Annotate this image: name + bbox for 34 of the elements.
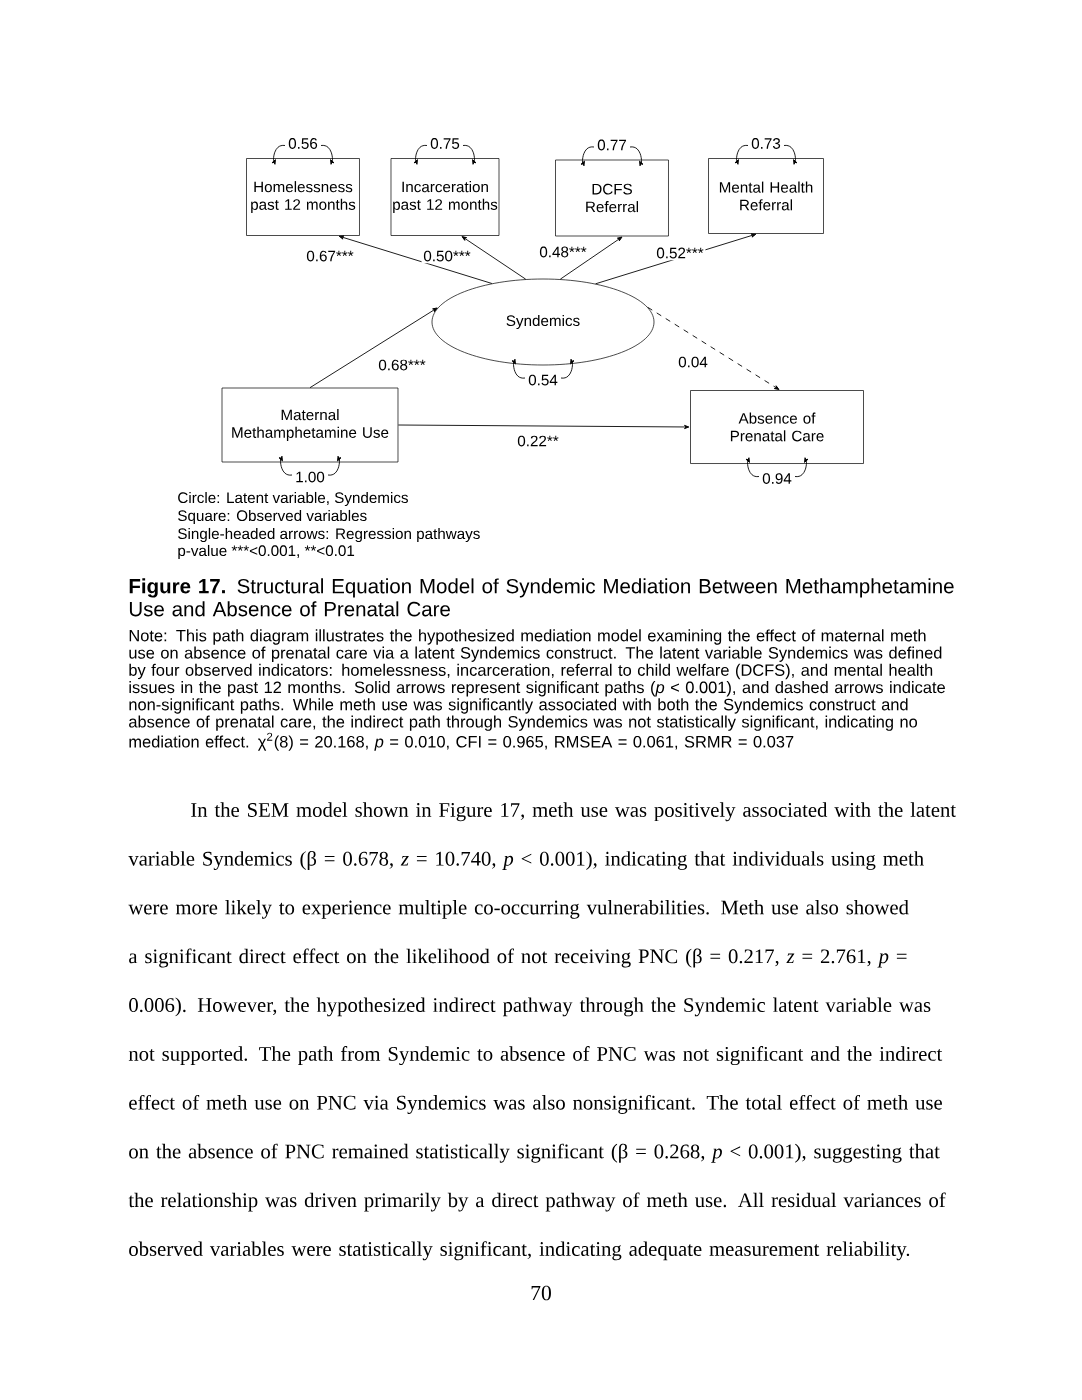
- variable-box: Absence of Prenatal Care: [690, 390, 864, 464]
- arrow: [338, 235, 493, 284]
- arrow: [647, 306, 780, 390]
- variance-label: 0.77: [597, 139, 626, 151]
- variance-label: 0.54: [528, 374, 558, 386]
- edge-label: 0.04: [676, 354, 710, 370]
- variance-label: 0.75: [430, 138, 460, 149]
- variable-box: Mental Health Referral: [708, 158, 824, 234]
- variance-label: 0.94: [762, 473, 792, 484]
- arrow: [559, 236, 623, 280]
- figure-caption: Figure 17. Structural Equation Model of Syndemic Mediation Between Methamphetamine Use and Absence of Prenatal Care: [129, 578, 954, 617]
- body-text: In the SEM model shown in Figure 17, meth use was positively associated with the latent variable Syndemics (β = 0.678, z = 10.740, p < 0.001), indicating that individuals using meth were more likely to experience multiple co-occurring vulnerabilities. Meth use also showed a significant direct effect on the likelihood of not receiving PNC (β = 0.217, z = 2.761, p = 0.006). However, the hypothesized indirect pathway through the Syndemic latent variable was not supported. The path from Syndemic to absence of PNC was not significant and the indirect effect of meth use on PNC via Syndemics was also nonsignificant. The total effect of meth use on the absence of PNC remained statistically significant (β = 0.268, p < 0.001), suggesting that the relationship was driven primarily by a direct pathway of meth use. All residual variances of observed variables were statistically significant, indicating adequate measurement reliability.: [128, 802, 956, 1261]
- legend-text: Single-headed arrows: Regression pathways: [178, 527, 480, 543]
- legend-text: p-value ***<0.001, **<0.01: [178, 544, 355, 560]
- variance-label: 1.00: [296, 471, 325, 483]
- edge-label: 0.52***: [654, 245, 706, 261]
- edge-label: 0.67***: [304, 248, 356, 264]
- edge-label: 0.22**: [515, 433, 561, 449]
- edge-label: 0.50***: [421, 248, 473, 264]
- legend-text: Square: Observed variables: [178, 509, 367, 525]
- variable-box: Incarceration past 12 months: [390, 158, 500, 236]
- edge-label: 0.68***: [376, 357, 428, 373]
- variable-box: Homelessness past 12 months: [246, 158, 360, 236]
- edge-label: 0.48***: [537, 244, 589, 260]
- arrow: [309, 307, 438, 389]
- variance-label: 0.56: [288, 138, 318, 149]
- variance-label: 0.73: [751, 138, 781, 149]
- arrow: [461, 236, 527, 280]
- variable-box: Maternal Methamphetamine Use: [221, 387, 399, 463]
- legend-text: Circle: Latent variable, Syndemics: [178, 491, 408, 507]
- page-number: 70: [531, 1285, 551, 1301]
- variable-box: DCFS Referral: [555, 159, 669, 237]
- arrow: [397, 424, 690, 430]
- note-text: Note: This path diagram illustrates the hypothesized mediation model examining the effect of maternal meth use on absence of prenatal care via a latent Syndemics construct. The latent variable Syndemics was defined by four observed indicators: homelessness, incarceration, referral to child welfare (DCFS), and mental health issues in the past 12 months. Solid arrows represent significant paths (p < 0.001), and dashed arrows indicate non-significant paths. While meth use was significantly associated with both the Syndemics construct and absence of prenatal care, the indirect path through Syndemics was not statistically significant, indicating no mediation effect. χ$^{2}$(8) = 20.168, p = 0.010, CFI = 0.965, RMSEA = 0.061, SRMR = 0.037: [129, 629, 945, 751]
